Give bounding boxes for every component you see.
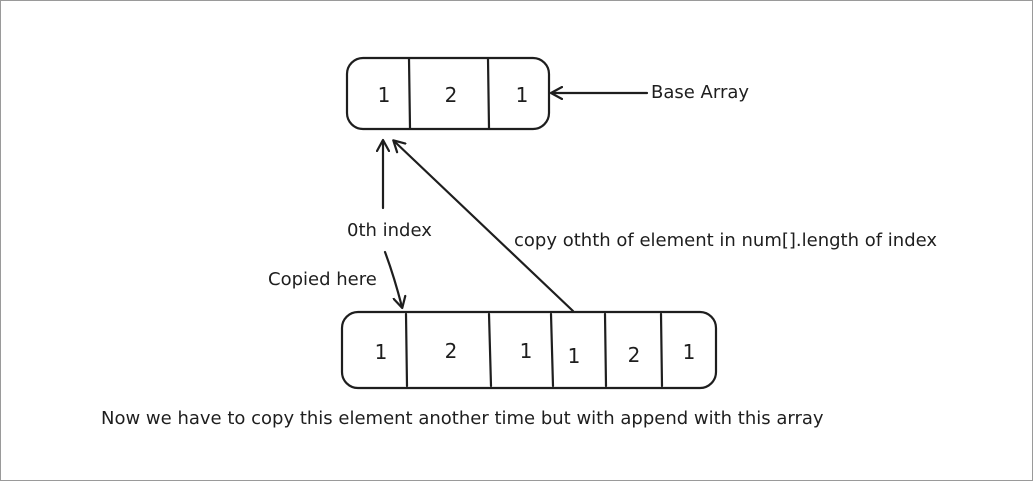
result-array-cell: 1 bbox=[520, 339, 533, 363]
result-array-cell: 2 bbox=[628, 343, 641, 367]
base-array-cell: 1 bbox=[516, 83, 529, 107]
copied-here-label: Copied here bbox=[268, 269, 377, 290]
result-array-divider bbox=[487, 312, 493, 388]
result-array-divider bbox=[404, 312, 409, 388]
footer-note: Now we have to copy this element another… bbox=[101, 408, 824, 429]
base-array-box bbox=[345, 56, 551, 131]
base-array-divider bbox=[486, 57, 491, 130]
base-array: 1 2 1 bbox=[345, 56, 551, 131]
result-array-cell: 1 bbox=[683, 340, 696, 364]
result-array-box bbox=[340, 310, 718, 390]
base-array-label: Base Array bbox=[651, 82, 749, 103]
result-array-cell: 1 bbox=[568, 344, 581, 368]
result-array-divider bbox=[549, 312, 555, 388]
base-array-cell: 1 bbox=[378, 83, 391, 107]
base-array-cell: 2 bbox=[445, 83, 458, 107]
base-array-divider bbox=[407, 57, 412, 130]
result-array-cell: 1 bbox=[375, 340, 388, 364]
copy-diagonal-arrow bbox=[394, 141, 575, 313]
result-array-divider bbox=[603, 312, 608, 388]
result-array-divider bbox=[659, 312, 664, 388]
copy-note-label: copy othth of element in num[].length of… bbox=[514, 230, 937, 251]
copied-here-arrow bbox=[383, 250, 402, 307]
result-array: 1 2 1 1 2 1 bbox=[340, 310, 718, 390]
zeroth-index-label: 0th index bbox=[347, 220, 432, 241]
result-array-cell: 2 bbox=[445, 339, 458, 363]
